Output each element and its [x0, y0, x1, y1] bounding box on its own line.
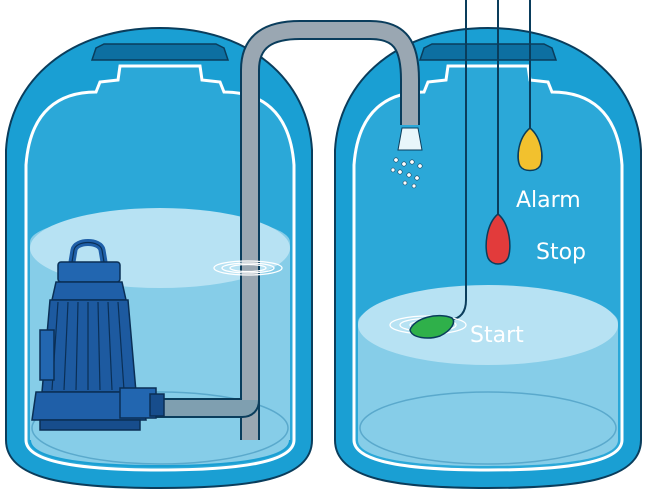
right-tank-rim [420, 44, 556, 60]
left-tank-rim [92, 44, 228, 60]
start-label: Start [470, 323, 524, 348]
alarm-label: Alarm [516, 188, 581, 213]
stop-label: Stop [536, 240, 586, 265]
